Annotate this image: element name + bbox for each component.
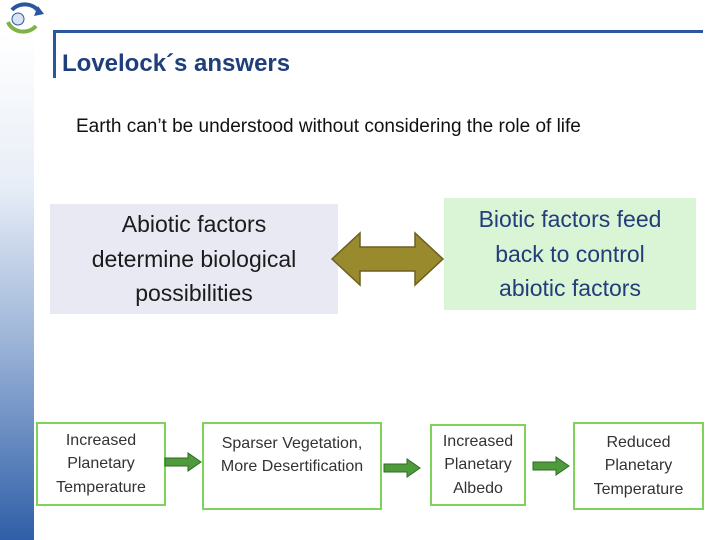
title-rule-top bbox=[53, 30, 703, 33]
step-box-3: Increased Planetary Albedo bbox=[430, 424, 526, 506]
biotic-factors-box: Biotic factors feed back to control abio… bbox=[444, 198, 696, 310]
step-box-4: Reduced Planetary Temperature bbox=[573, 422, 704, 510]
step-text-4: Reduced Planetary Temperature bbox=[593, 434, 684, 498]
side-gradient-bar bbox=[0, 32, 34, 540]
step-text-3: Increased Planetary Albedo bbox=[442, 433, 514, 497]
abiotic-factors-text: Abiotic factors determine biological pos… bbox=[91, 211, 297, 307]
slide-subtitle: Earth can’t be understood without consid… bbox=[76, 116, 581, 137]
step-text-1: Increased Planetary Temperature bbox=[56, 432, 146, 496]
step-box-2: Sparser Vegetation, More Desertification bbox=[202, 422, 382, 510]
right-arrow-icon bbox=[532, 456, 570, 476]
double-headed-arrow-icon bbox=[330, 231, 445, 287]
slide-title: Lovelock´s answers bbox=[62, 50, 291, 77]
right-arrow-icon bbox=[383, 458, 421, 478]
biotic-factors-text: Biotic factors feed back to control abio… bbox=[478, 206, 662, 302]
step-box-1: Increased Planetary Temperature bbox=[36, 422, 166, 506]
title-rule-left bbox=[53, 30, 56, 78]
institution-logo-icon bbox=[6, 2, 44, 34]
right-arrow-icon bbox=[164, 452, 202, 472]
step-text-2: Sparser Vegetation, More Desertification bbox=[220, 435, 364, 476]
abiotic-factors-box: Abiotic factors determine biological pos… bbox=[50, 204, 338, 314]
